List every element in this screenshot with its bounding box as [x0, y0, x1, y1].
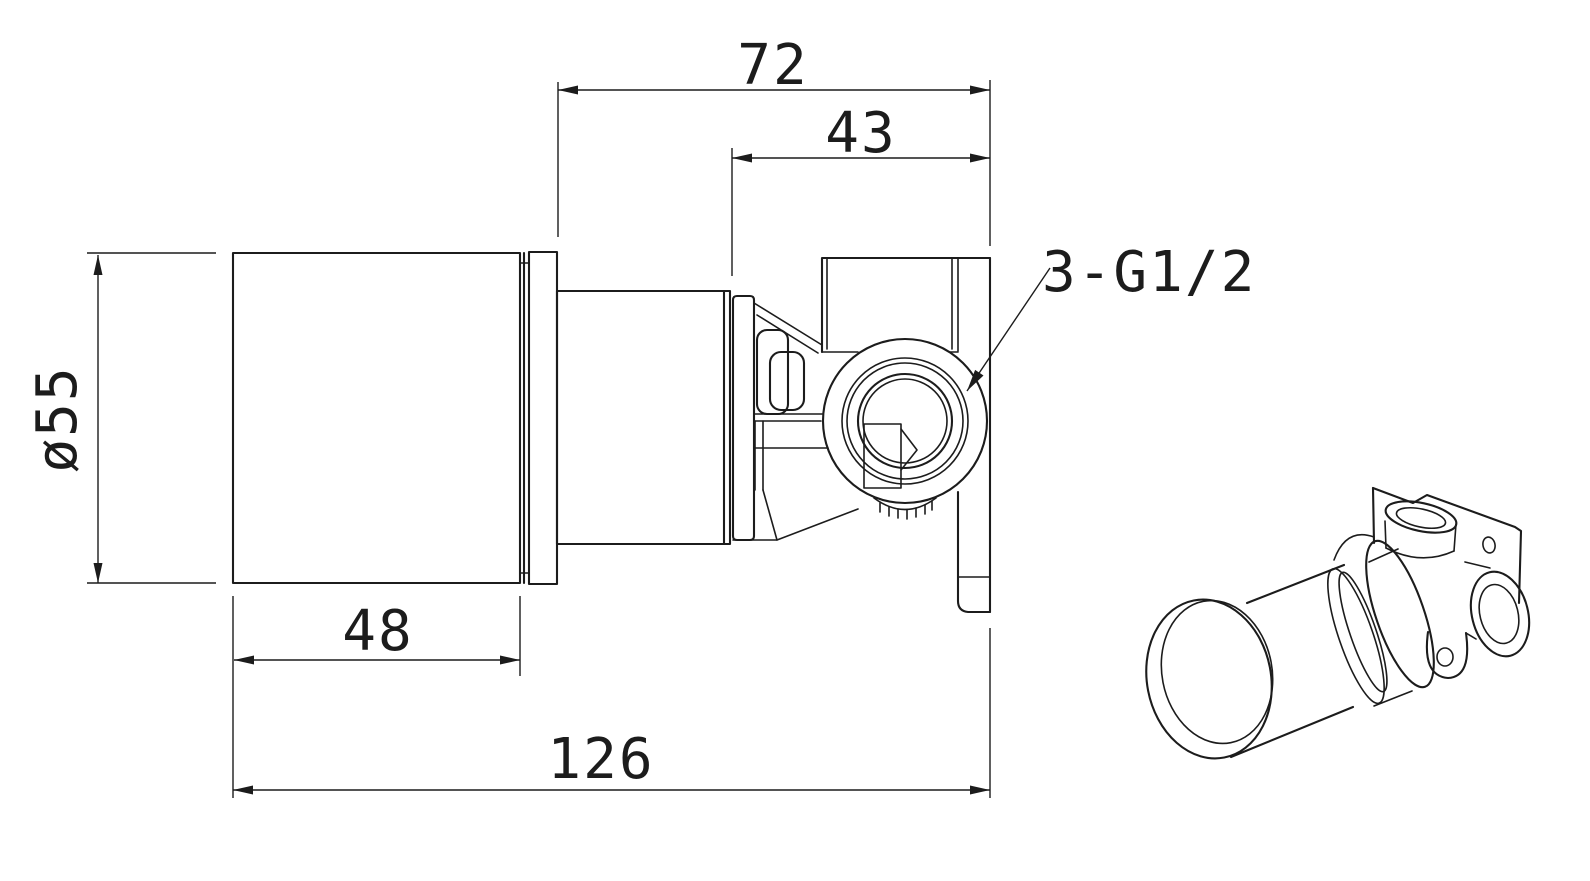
thread-stub: [873, 497, 937, 520]
dim-43-text: 43: [825, 101, 896, 166]
iso-handle: [1145, 563, 1355, 760]
sleeve-outline: [555, 289, 732, 546]
handle-outline: [231, 250, 559, 586]
dimension-72: 72: [557, 33, 991, 246]
dimension-126: 126: [233, 628, 991, 798]
iso-mounting-tab: [1425, 630, 1477, 680]
valve-body-details: [732, 302, 859, 541]
valve-broach: [863, 423, 918, 489]
dimension-48: 48: [232, 596, 521, 798]
mounting-plate-outline: [820, 256, 992, 614]
isometric-view: [1145, 486, 1531, 760]
iso-top-port: [1384, 500, 1458, 559]
side-view: [231, 250, 992, 614]
iso-side-port: [1469, 570, 1531, 658]
thread-callout: 3-G1/2: [966, 240, 1256, 392]
dim-126-text: 126: [547, 727, 654, 792]
flange-outline: [731, 294, 756, 542]
dim-dia55-text: ø55: [25, 365, 90, 472]
dimension-43: 43: [731, 101, 990, 276]
dim-72-text: 72: [737, 33, 808, 98]
dimension-dia55: ø55: [25, 252, 216, 584]
thread-callout-text: 3-G1/2: [1042, 240, 1256, 305]
dim-48-text: 48: [342, 599, 413, 664]
iso-body: [1327, 533, 1435, 707]
port-housing: [821, 337, 989, 520]
